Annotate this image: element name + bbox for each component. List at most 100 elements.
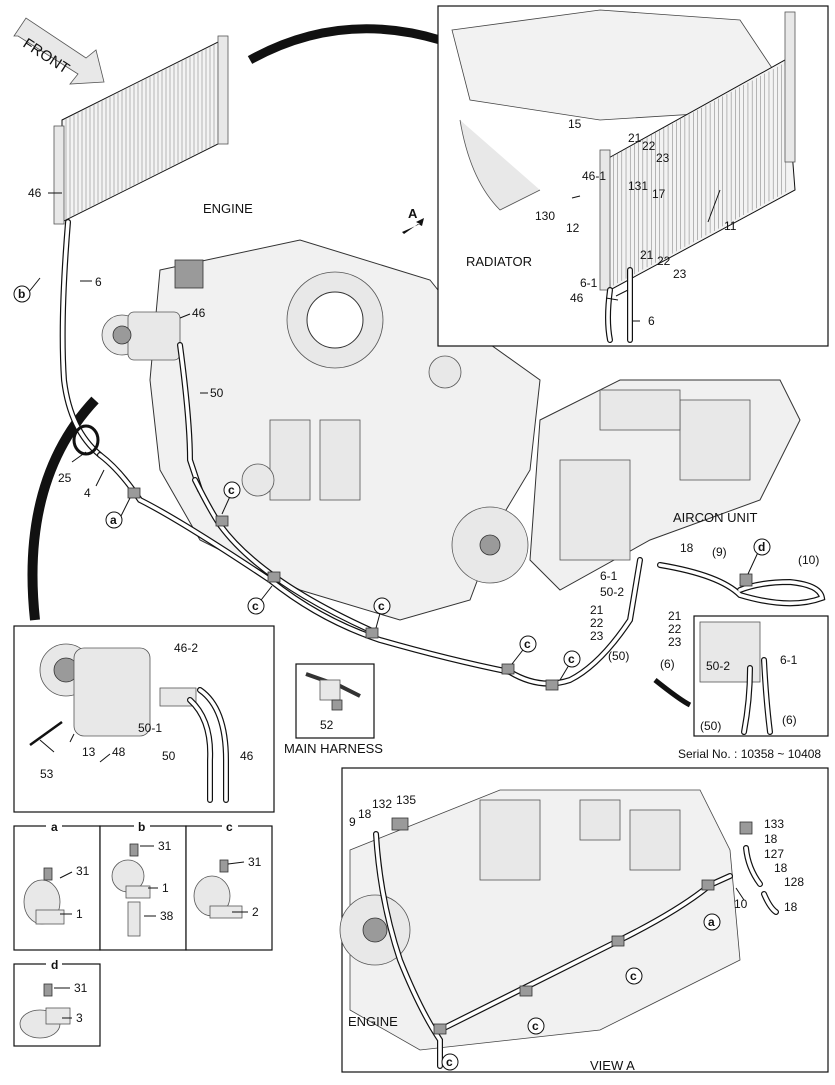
callout: 31 — [158, 839, 172, 853]
svg-text:a: a — [110, 513, 117, 527]
clamp-tag-c: c — [527, 1017, 545, 1035]
hose-clamps-top — [72, 424, 753, 691]
callout: 23 — [590, 629, 604, 643]
clamp-tag-c: c — [563, 650, 581, 668]
callout: 135 — [396, 793, 416, 807]
main-harness-box — [295, 663, 375, 739]
svg-text:a: a — [708, 915, 715, 929]
callout: (10) — [798, 553, 819, 567]
clamp-tag-b: b — [13, 285, 31, 303]
aircon-unit-label: AIRCON UNIT — [673, 510, 758, 525]
hose-9-10 — [657, 562, 826, 607]
svg-text:c: c — [568, 652, 575, 666]
callout: 131 — [628, 179, 648, 193]
detail-header-d: d — [51, 958, 58, 972]
front-arrow: FRONT — [13, 17, 105, 85]
callout: 46-1 — [582, 169, 606, 183]
callout: 6 — [95, 275, 102, 289]
detail-box-a — [13, 820, 101, 951]
callout: 1 — [162, 881, 169, 895]
callout: 4 — [84, 486, 91, 500]
aircon-unit — [529, 379, 801, 591]
callout: 130 — [535, 209, 555, 223]
engine-bottom-label: ENGINE — [348, 1014, 398, 1029]
callout: 13 — [82, 745, 96, 759]
radiator-label: RADIATOR — [466, 254, 532, 269]
callout: 22 — [642, 139, 656, 153]
callout: 50-2 — [600, 585, 624, 599]
callout: 21 — [628, 131, 642, 145]
callout: (9) — [712, 545, 727, 559]
callout: (50) — [700, 719, 721, 733]
callout: 12 — [566, 221, 580, 235]
arrow-a-label: A — [408, 206, 418, 221]
callout: 17 — [652, 187, 666, 201]
svg-text:c: c — [252, 599, 259, 613]
compressor-top — [101, 311, 181, 361]
text-labels: ENGINE A RADIATOR AIRCON UNIT MAIN HARNE… — [203, 201, 821, 1073]
svg-text:c: c — [524, 637, 531, 651]
curved-arrow-left — [27, 396, 99, 621]
callout: 18 — [358, 807, 372, 821]
callout: 38 — [160, 909, 174, 923]
detail-box-b — [99, 820, 187, 951]
callout: 11 — [724, 219, 737, 233]
callout: 50 — [162, 749, 176, 763]
condenser-left — [53, 35, 229, 225]
svg-text:c: c — [630, 969, 637, 983]
callout: 31 — [76, 864, 90, 878]
hose-main-run — [97, 452, 643, 687]
callout: 6-1 — [580, 276, 598, 290]
serial-no-label: Serial No. : 10358 ~ 10408 — [678, 747, 821, 761]
detail-headers: a b c d — [51, 820, 233, 972]
hose-50-top — [177, 342, 203, 493]
callout: 128 — [784, 875, 804, 889]
callout: 6-1 — [780, 653, 798, 667]
callout: 31 — [74, 981, 88, 995]
callout: 10 — [734, 897, 748, 911]
leader-lines — [27, 189, 761, 1019]
callout: 48 — [112, 745, 126, 759]
svg-text:c: c — [228, 483, 235, 497]
callout: 22 — [657, 254, 671, 268]
svg-text:c: c — [532, 1019, 539, 1033]
detail-header-a: a — [51, 820, 58, 834]
clamp-tag-c: c — [519, 635, 537, 653]
callout: 6-1 — [600, 569, 618, 583]
clamp-tag-a: a — [105, 511, 123, 529]
callout: 23 — [673, 267, 687, 281]
callout: 50-1 — [138, 721, 162, 735]
callout: 21 — [668, 609, 682, 623]
clamp-tag-a: a — [703, 913, 721, 931]
view-a-box — [339, 767, 829, 1073]
clamp-tag-d: d — [753, 538, 771, 556]
hose-6-top — [59, 219, 103, 458]
callout: 46 — [192, 306, 206, 320]
compressor-detail-box — [13, 625, 275, 813]
callout: 133 — [764, 817, 784, 831]
callout: 50 — [210, 386, 224, 400]
callout: 18 — [680, 541, 694, 555]
callout: 9 — [349, 815, 356, 829]
callout: 46 — [28, 186, 42, 200]
callout: 25 — [58, 471, 72, 485]
detail-box-d — [13, 958, 101, 1047]
hose-50-run — [192, 477, 373, 633]
engine-top-label: ENGINE — [203, 201, 253, 216]
callout: 52 — [320, 718, 334, 732]
callout: 18 — [784, 900, 798, 914]
callout: (50) — [608, 649, 629, 663]
callout: 132 — [372, 797, 392, 811]
clamp-tags: b a c c c c c d — [13, 285, 771, 1071]
callout: 31 — [248, 855, 262, 869]
callout: 23 — [668, 635, 682, 649]
clamp-tag-c: c — [247, 597, 265, 615]
callout: 50-2 — [706, 659, 730, 673]
clamp-tag-c: c — [223, 481, 241, 499]
svg-text:d: d — [758, 540, 765, 554]
callout: 18 — [764, 832, 778, 846]
view-arrow-icon — [402, 218, 424, 234]
clamp-tag-c: c — [373, 597, 391, 615]
callout-numbers: 46 6 46 50 25 4 15 21 22 23 46-1 131 17 … — [28, 117, 819, 1025]
